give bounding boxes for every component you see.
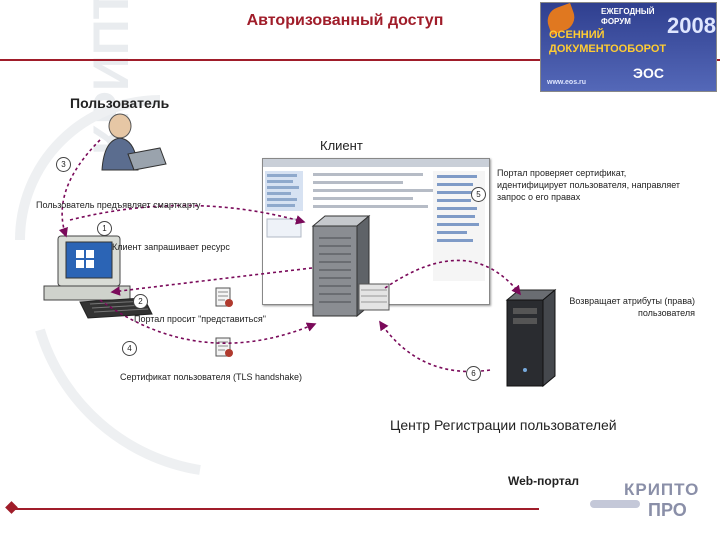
step-number-1: 1 [97, 221, 112, 236]
banner-brand: ЭОС [633, 65, 664, 81]
portal-window [262, 158, 490, 305]
step-text-5: Портал проверяет сертификат, идентифицир… [497, 168, 681, 202]
forum-banner: ЕЖЕГОДНЫЙ ФОРУМ ОСЕННИЙ ДОКУМЕНТООБОРОТ … [540, 2, 717, 92]
web-portal-label: Web-портал [508, 474, 580, 488]
step-text-2: Портал просит "представиться" [134, 314, 266, 324]
certificate-icon [215, 287, 233, 307]
slide-title: Авторизованный доступ [246, 12, 444, 29]
step-text-6: Возвращает атрибуты (права) пользователя [569, 296, 695, 318]
banner-forum-text: ЕЖЕГОДНЫЙ ФОРУМ [601, 7, 655, 26]
logo-text-line2: ПРО [648, 500, 687, 520]
banner-docflow-text: ДОКУМЕНТООБОРОТ [549, 43, 667, 55]
arrow-step-6 [379, 320, 491, 373]
arrow-step-3 [58, 139, 101, 238]
header-rule [0, 59, 720, 61]
banner-autumn-text: ОСЕННИЙ [549, 29, 605, 41]
logo-text-line1: КРИПТО [624, 480, 700, 499]
banner-url: www.eos.ru [547, 79, 587, 86]
banner-year: 2008 [667, 13, 716, 38]
portal-server-icon [311, 214, 390, 318]
step-text-3: Пользователь предъявляет смарткарту [36, 200, 201, 210]
arrow-step-1 [69, 204, 306, 225]
client-computer-icon [43, 235, 153, 319]
client-label: Клиент [320, 138, 363, 153]
registration-center-label: Центр Регистрации пользователей [390, 417, 617, 433]
step-number-5: 5 [471, 187, 486, 202]
cryptopro-logo: КРИПТО ПРО [588, 478, 718, 528]
step-number-4: 4 [122, 341, 137, 356]
registration-center-server-icon [505, 288, 557, 388]
user-icon [101, 113, 167, 171]
user-label: Пользователь [70, 95, 170, 111]
step-number-2: 2 [133, 294, 148, 309]
step-number-3: 3 [56, 157, 71, 172]
arrow-step-2 [110, 267, 313, 296]
arrow-step-5 [384, 259, 521, 296]
key-icon [590, 500, 640, 508]
step-number-6: 6 [466, 366, 481, 381]
step-text-4: Сертификат пользователя (TLS handshake) [120, 372, 302, 382]
bottom-rule [14, 508, 539, 510]
step-text-1: Клиент запрашивает ресурс [112, 242, 230, 252]
